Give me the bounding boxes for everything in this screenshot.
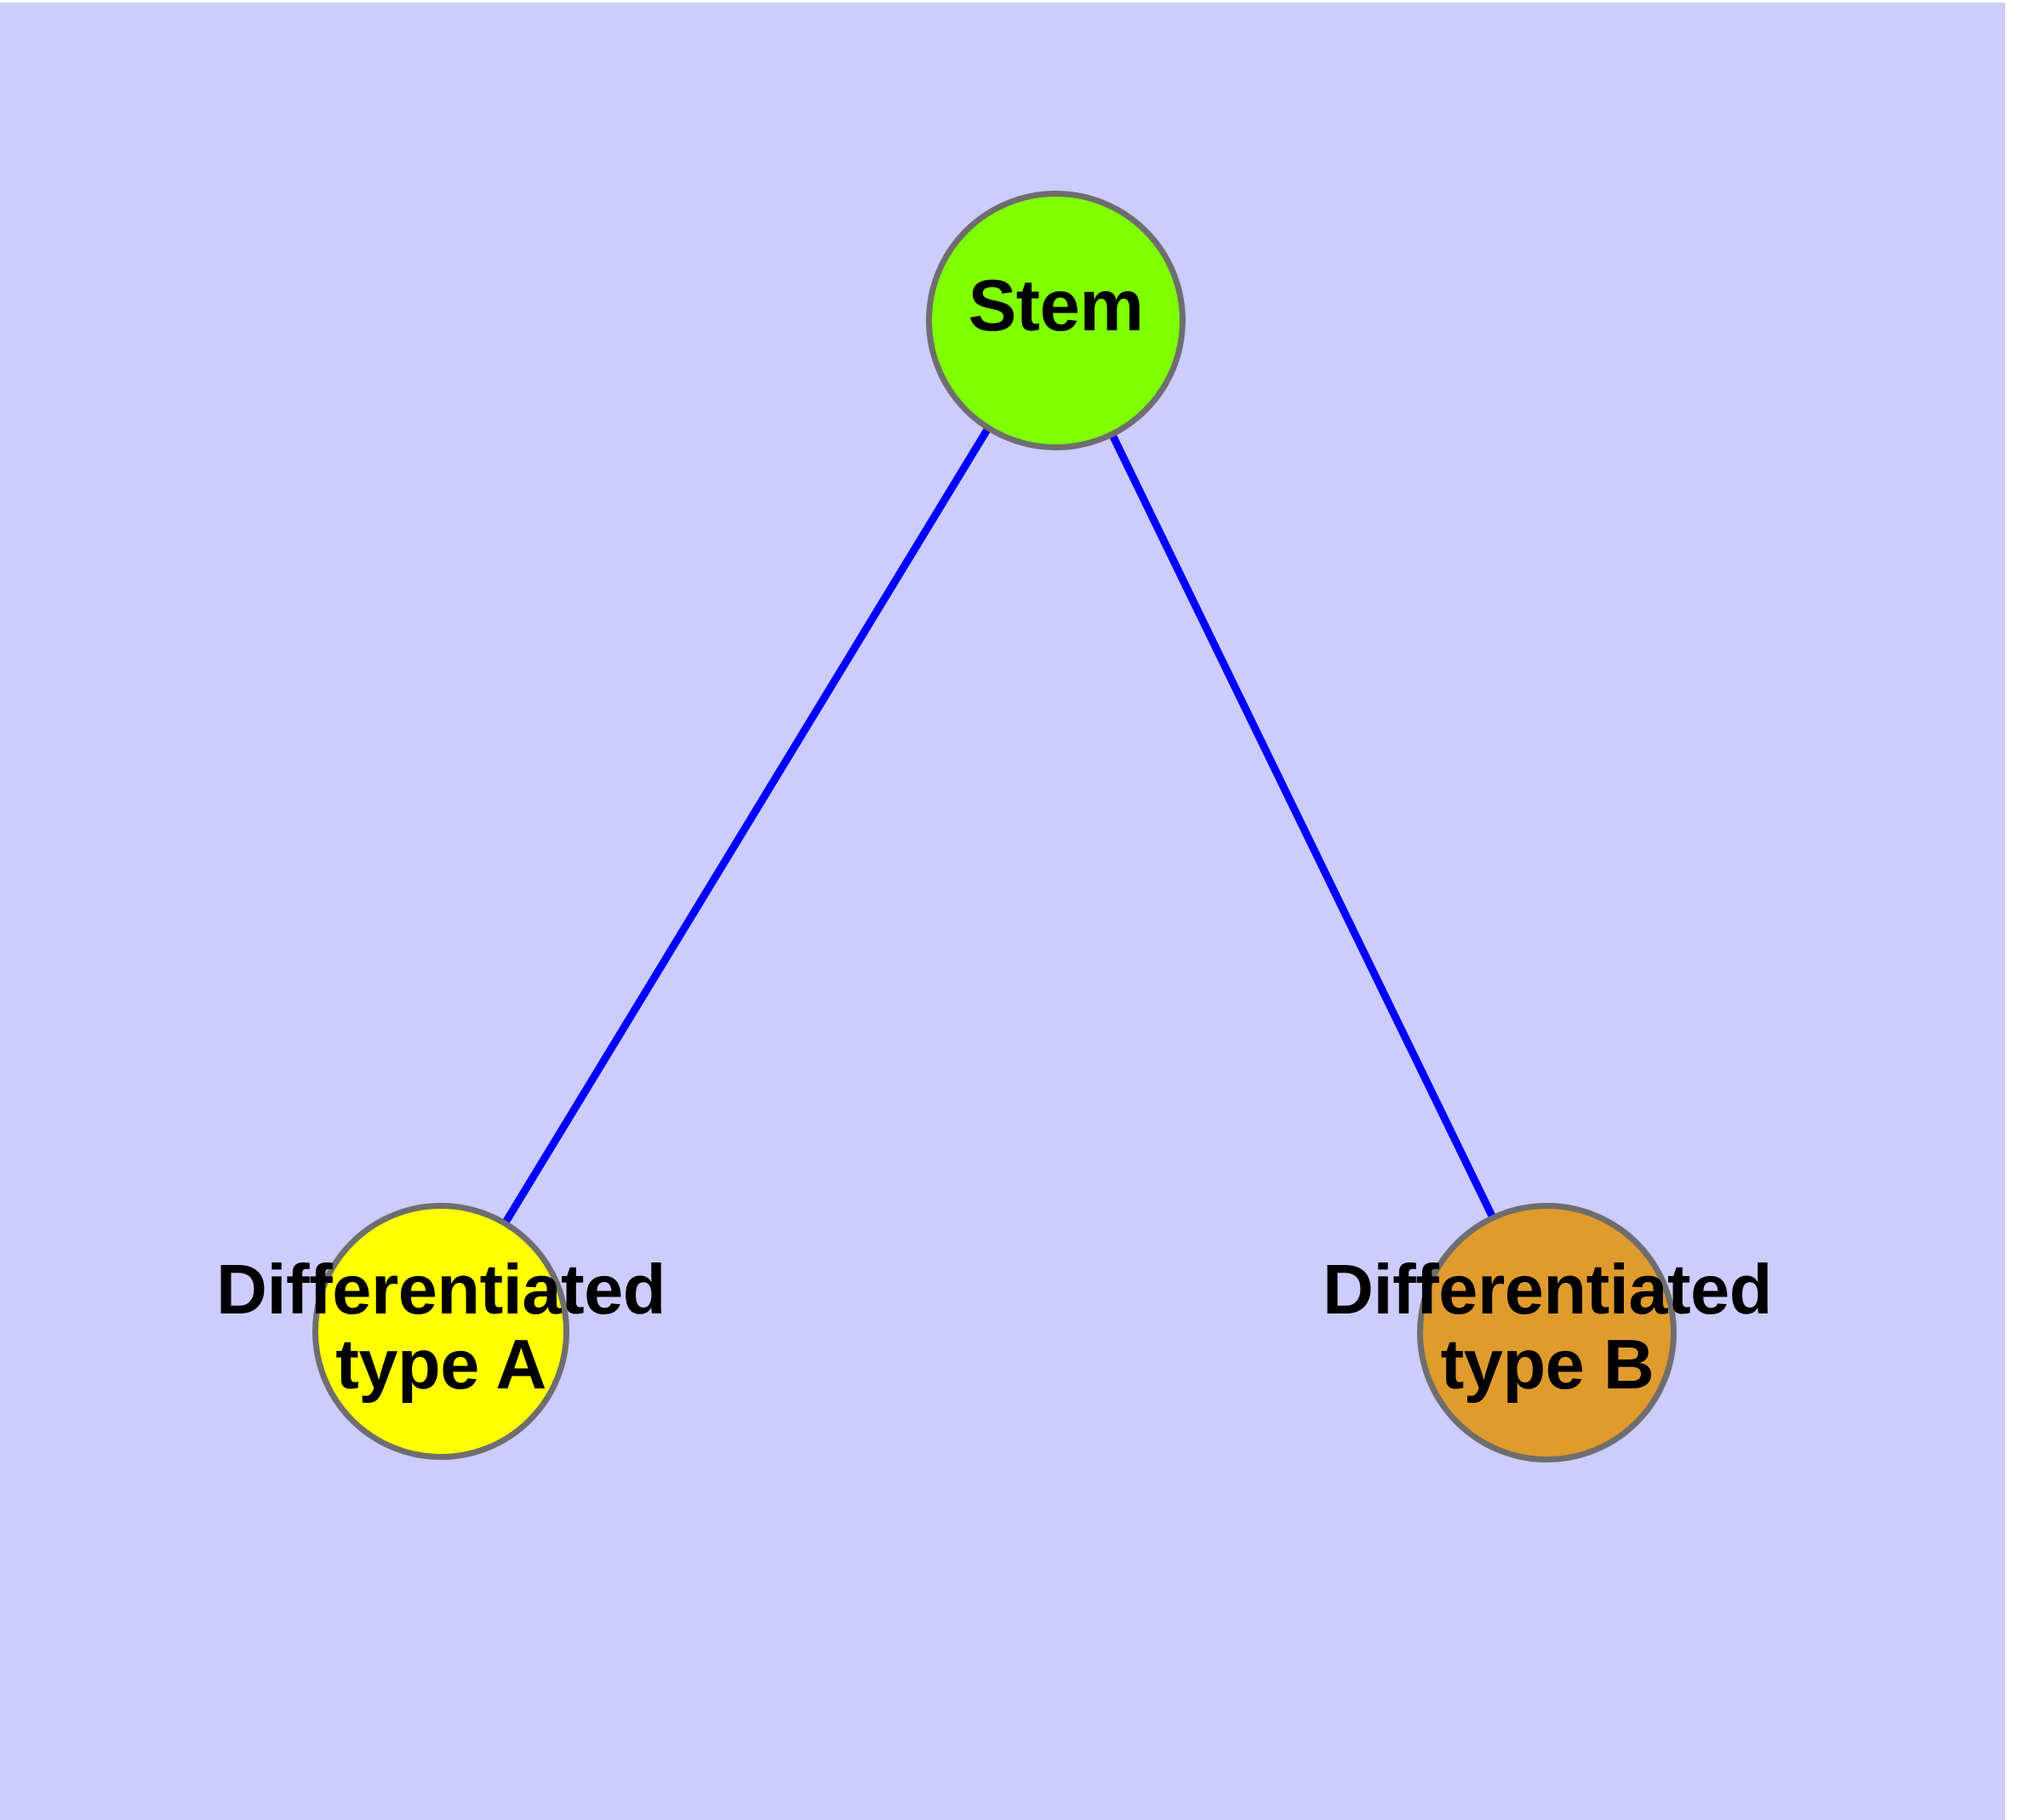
node-stem-label: Stem bbox=[968, 266, 1144, 346]
node-stem[interactable] bbox=[926, 191, 1186, 450]
node-differentiated-type-b-label: Differentiated type B bbox=[1323, 1250, 1772, 1404]
edge-stem-to-type-b bbox=[1051, 316, 1552, 1331]
edge-layer bbox=[437, 315, 1552, 1331]
node-differentiated-type-a-label: Differentiated type A bbox=[216, 1250, 666, 1404]
node-differentiated-type-b[interactable] bbox=[1417, 1203, 1677, 1462]
node-differentiated-type-a[interactable] bbox=[312, 1203, 569, 1460]
node-layer: Stem Differentiated type A Differentiate… bbox=[0, 3, 2005, 1820]
graph-surface: Stem Differentiated type A Differentiate… bbox=[0, 3, 2005, 1820]
edge-stem-to-type-a bbox=[437, 315, 1059, 1331]
